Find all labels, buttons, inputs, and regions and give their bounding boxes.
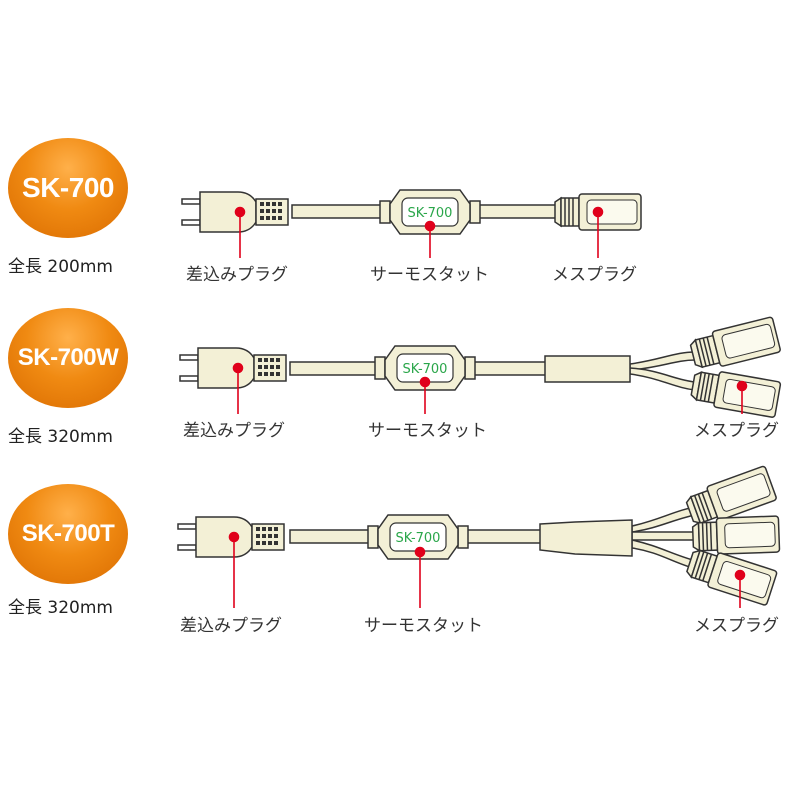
socket-sk-700t-2 bbox=[691, 515, 781, 556]
thermostat-text-sk-700w: SK-700 bbox=[403, 362, 448, 377]
label-plug-sk-700: 差込みプラグ bbox=[186, 265, 288, 285]
thermostat-text-sk-700: SK-700 bbox=[408, 206, 453, 221]
marker-plug-sk-700t bbox=[228, 531, 240, 543]
marker-socket-sk-700t bbox=[734, 569, 746, 581]
thermostat-text-sk-700t: SK-700 bbox=[396, 531, 441, 546]
model-badge-sk-700: SK-700 bbox=[8, 138, 128, 238]
label-thermostat-sk-700w: サーモスタット bbox=[368, 421, 487, 441]
socket-sk-700w-1 bbox=[687, 315, 782, 374]
label-thermostat-sk-700: サーモスタット bbox=[370, 265, 489, 285]
cord-sk-700 bbox=[181, 189, 642, 235]
length-sk-700w: 全長 320mm bbox=[8, 427, 113, 447]
label-plug-sk-700t: 差込みプラグ bbox=[180, 616, 282, 636]
label-thermostat-sk-700t: サーモスタット bbox=[364, 616, 483, 636]
label-socket-sk-700t: メスプラグ bbox=[694, 616, 779, 636]
model-badge-sk-700t: SK-700T bbox=[8, 484, 128, 584]
socket-sk-700w-2 bbox=[689, 366, 782, 419]
label-socket-sk-700w: メスプラグ bbox=[694, 421, 779, 441]
marker-socket-sk-700w bbox=[736, 380, 748, 392]
label-socket-sk-700: メスプラグ bbox=[552, 265, 637, 285]
marker-socket-sk-700 bbox=[592, 206, 604, 218]
marker-plug-sk-700w bbox=[232, 362, 244, 374]
marker-plug-sk-700 bbox=[234, 206, 246, 218]
marker-thermostat-sk-700 bbox=[424, 220, 436, 232]
marker-thermostat-sk-700w bbox=[419, 376, 431, 388]
length-sk-700t: 全長 320mm bbox=[8, 598, 113, 618]
model-badge-sk-700w: SK-700W bbox=[8, 308, 128, 408]
cord-sk-700w bbox=[179, 315, 782, 419]
length-sk-700: 全長 200mm bbox=[8, 257, 113, 277]
cord-sk-700t bbox=[177, 464, 781, 607]
label-plug-sk-700w: 差込みプラグ bbox=[183, 421, 285, 441]
marker-thermostat-sk-700t bbox=[414, 546, 426, 558]
